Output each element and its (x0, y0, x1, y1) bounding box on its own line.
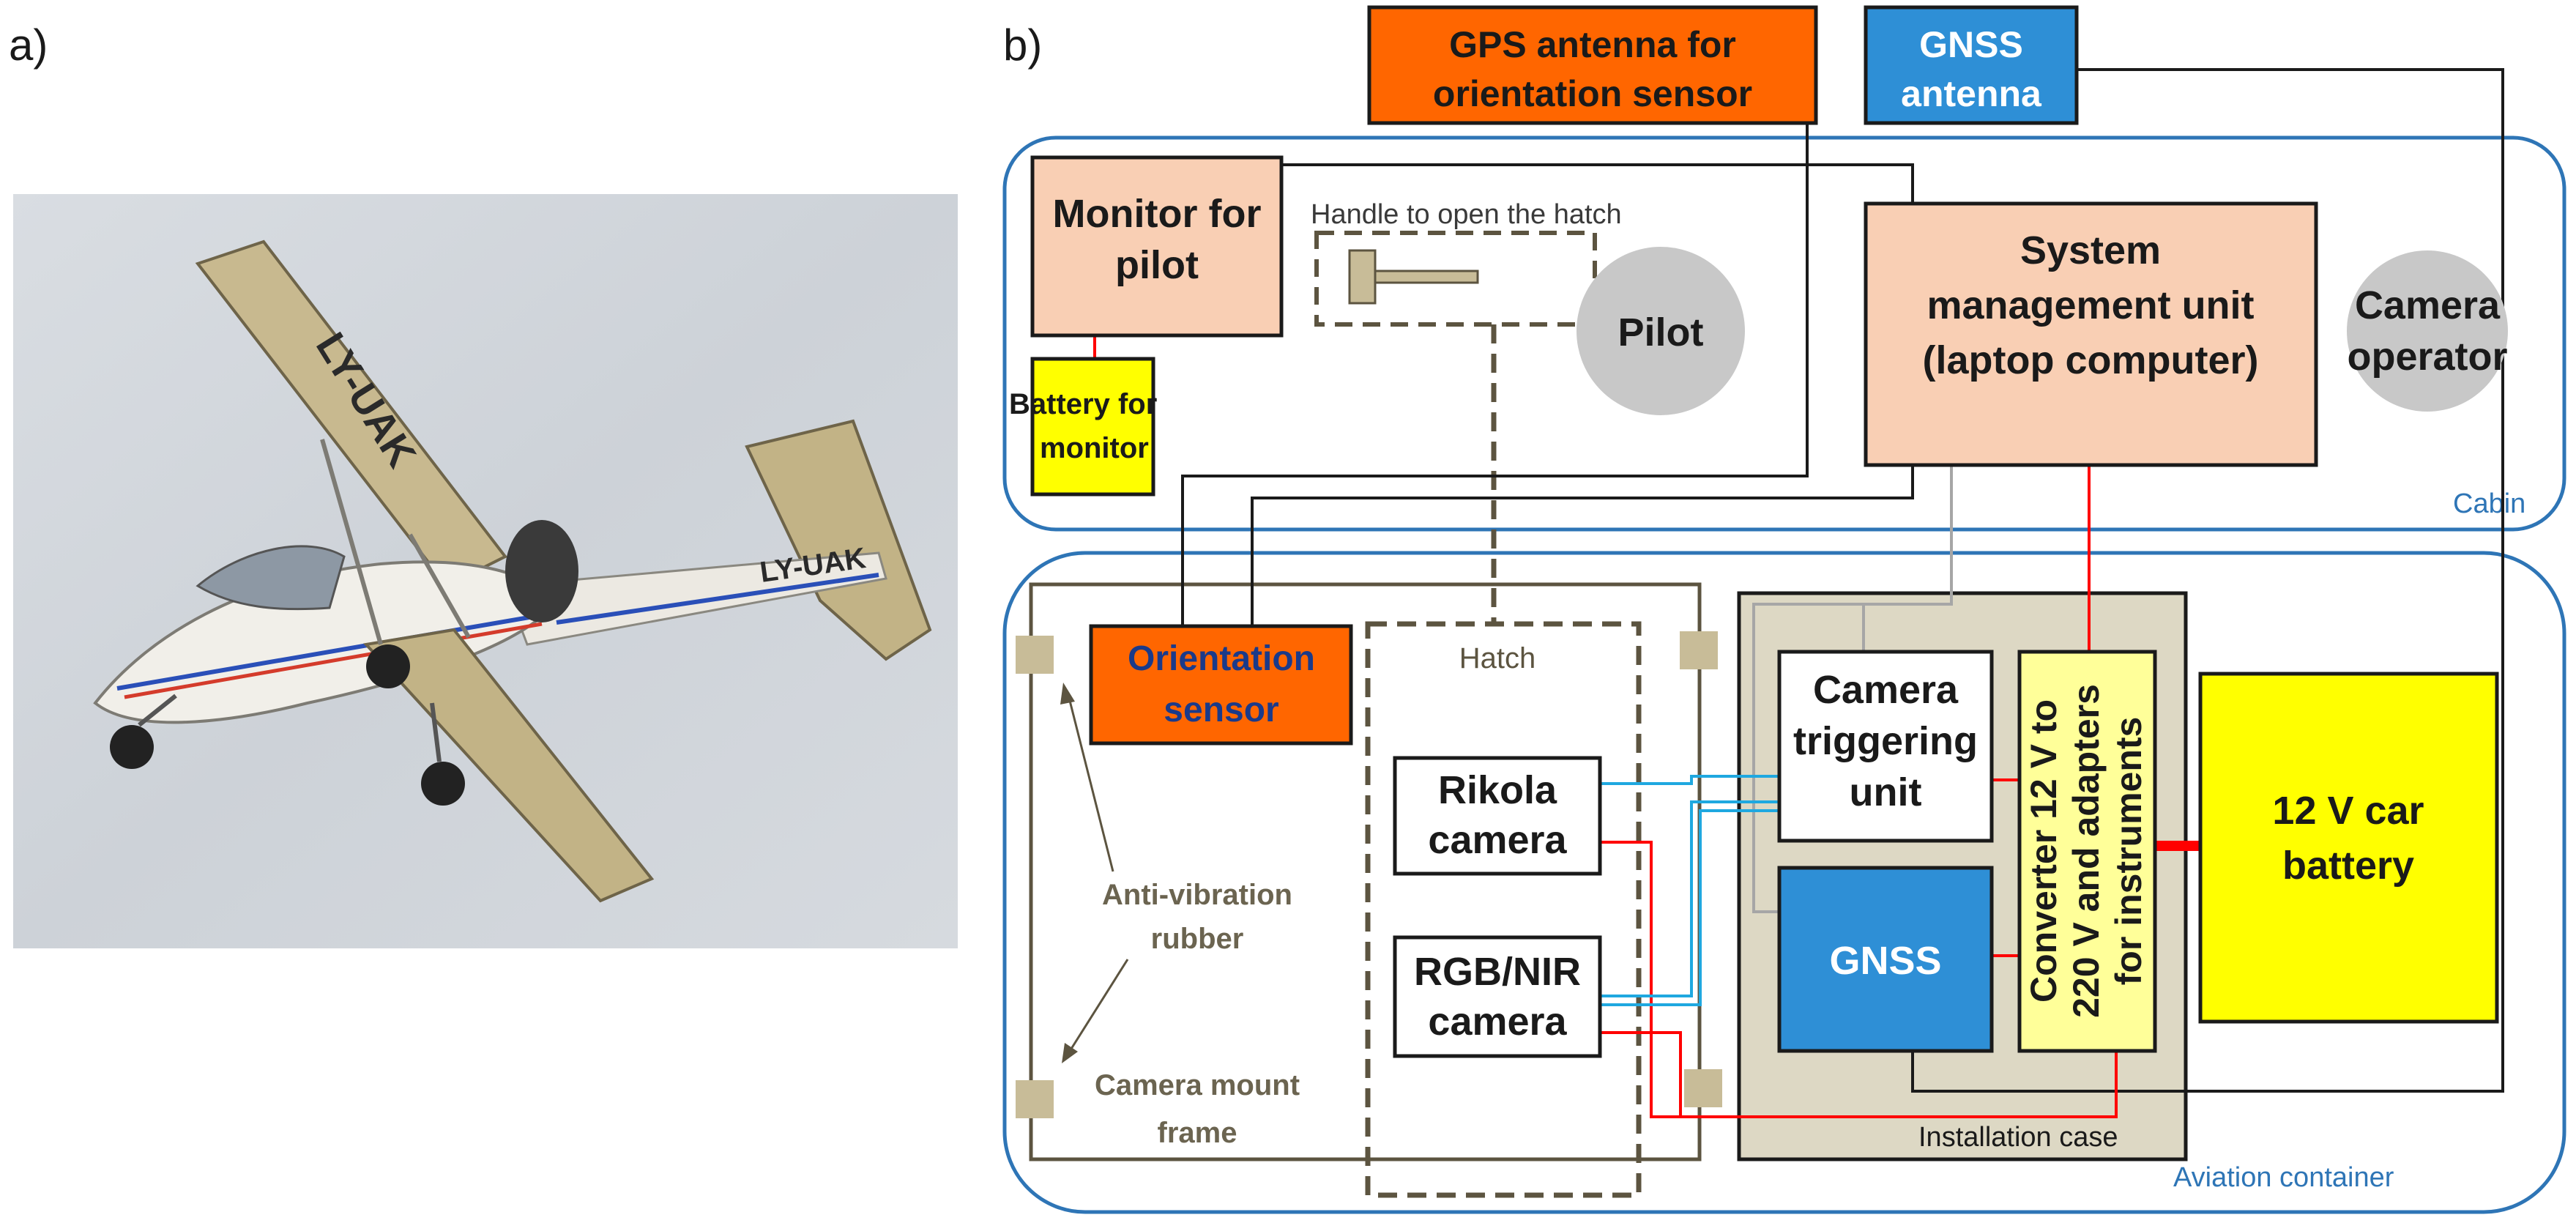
pilot-circle (1577, 247, 1745, 415)
aircraft-canopy (196, 545, 346, 611)
camera-trigger-line2: triggering (1793, 719, 1978, 763)
gnss-label: GNSS (1829, 939, 1941, 983)
wire-gps-orientation (1181, 121, 1809, 626)
wire-converter-rgbnir (1600, 1031, 1682, 1117)
gnss-antenna-line1: GNSS (1919, 24, 2023, 65)
smu-line3: (laptop computer) (1923, 338, 2259, 382)
monitor-line2: pilot (1115, 243, 1199, 287)
rikola-line1: Rikola (1438, 768, 1557, 812)
gnss-box (1777, 866, 1994, 1053)
converter-line3: for instruments (2108, 717, 2149, 986)
panel-a-label: a) (9, 21, 48, 70)
camera-operator-line1: Camera (2355, 283, 2501, 327)
camera-trigger-box (1777, 650, 1994, 843)
handle-outline (1314, 231, 1597, 327)
camera-operator-circle (2347, 250, 2508, 412)
rikola-camera-box (1393, 756, 1602, 876)
orientation-sensor-box (1089, 624, 1353, 746)
aircraft-photo: LY-UAK LY-UAK (13, 194, 958, 948)
pilot-label: Pilot (1618, 311, 1704, 354)
handle-label: Handle to open the hatch (1311, 199, 1622, 230)
anti-vibration-line2: rubber (1151, 923, 1244, 955)
car-battery-box (2198, 672, 2499, 1024)
hatch-outline (1365, 621, 1642, 1198)
rgbnir-line2: camera (1428, 1000, 1567, 1044)
cabin-label: Cabin (2453, 488, 2525, 519)
aircraft-lower-wing (363, 628, 655, 903)
wire-smu-trigger-gray (1752, 465, 1953, 913)
anti-vibration-pad-bottom-right (1684, 1069, 1722, 1107)
aircraft-propeller (505, 520, 578, 622)
arrow-to-bottom-pad (1066, 959, 1129, 1055)
gps-antenna-line1: GPS antenna for (1449, 24, 1736, 65)
aviation-container-label: Aviation container (2173, 1162, 2394, 1193)
rgbnir-line1: RGB/NIR (1414, 950, 1581, 994)
handle-grip (1348, 249, 1377, 305)
anti-vibration-line1: Anti-vibration (1102, 879, 1292, 911)
gnss-antenna-box (1864, 5, 2079, 125)
rikola-line2: camera (1428, 818, 1567, 862)
converter-line1: Converter 12 V to (2023, 699, 2064, 1003)
aircraft-main-wheel-2 (421, 762, 465, 806)
aircraft-main-wheel (366, 644, 410, 688)
panel-b-label: b) (1003, 21, 1042, 70)
mount-frame-line2: frame (1158, 1117, 1237, 1149)
battery-monitor-line2: monitor (1040, 432, 1149, 464)
rgbnir-camera-box (1393, 935, 1602, 1058)
anti-vibration-pad-bottom-left (1016, 1080, 1054, 1118)
cabin-region (1002, 135, 2566, 532)
aviation-container-region (1002, 551, 2566, 1214)
wire-gnss-antenna (1911, 68, 2504, 1093)
anti-vibration-pad-top-right (1680, 631, 1718, 669)
monitor-box (1030, 155, 1284, 338)
smu-line2: management unit (1927, 283, 2254, 327)
wire-rgbnir-trigger (1600, 800, 1779, 997)
orientation-sensor-line1: Orientation (1128, 639, 1315, 678)
wire-smu-orientation (1251, 465, 1914, 626)
hatch-label: Hatch (1459, 642, 1536, 674)
monitor-line1: Monitor for (1053, 192, 1262, 236)
gps-antenna-box (1367, 5, 1818, 125)
smu-box (1864, 201, 2318, 467)
arrow-to-top-pad (1066, 691, 1114, 872)
car-battery-line2: battery (2282, 844, 2414, 888)
camera-trigger-line3: unit (1850, 770, 1922, 814)
aircraft-nose-wheel (110, 725, 154, 769)
wire-rikola-trigger (1600, 775, 1779, 785)
installation-case-label: Installation case (1918, 1122, 2118, 1153)
battery-monitor-box (1030, 357, 1155, 497)
gnss-antenna-line2: antenna (1901, 73, 2042, 114)
smu-line1: System (2020, 228, 2161, 272)
anti-vibration-pad-top-left (1016, 636, 1054, 674)
battery-monitor-line1: Battery for (1009, 388, 1157, 420)
orientation-sensor-line2: sensor (1164, 691, 1278, 729)
converter-line2: 220 V and adapters (2066, 684, 2107, 1018)
handle-bar (1374, 269, 1479, 284)
mount-frame-line1: Camera mount (1095, 1069, 1300, 1101)
camera-operator-line2: operator (2347, 335, 2507, 379)
aircraft-upper-wing (195, 239, 508, 588)
wire-monitor-smu (1283, 163, 1914, 204)
camera-trigger-line1: Camera (1813, 668, 1959, 712)
gps-antenna-line2: orientation sensor (1433, 73, 1752, 114)
wire-converter-rikola (1600, 841, 2118, 1118)
car-battery-line1: 12 V car (2272, 789, 2424, 833)
converter-box (2017, 650, 2157, 1053)
